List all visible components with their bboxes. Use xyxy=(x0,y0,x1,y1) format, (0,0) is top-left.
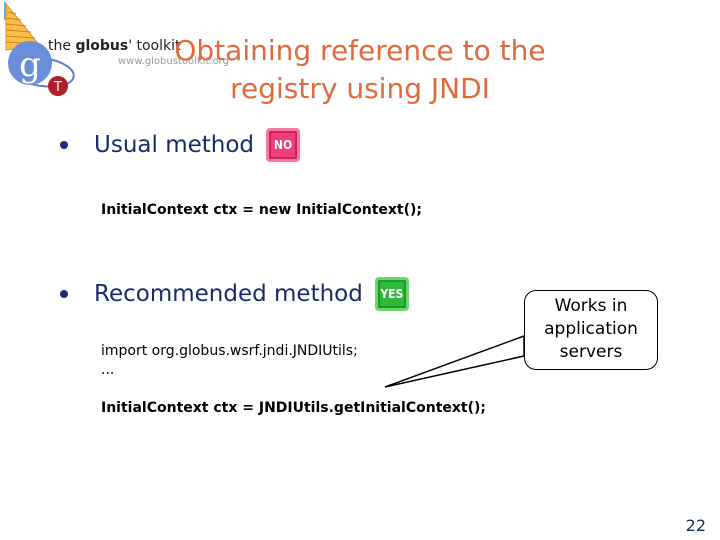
callout-line-2: application xyxy=(544,319,638,339)
callout-works-in-app-servers: Works in application servers xyxy=(524,290,658,370)
title-line-2: registry using JNDI xyxy=(230,72,490,105)
bullet-recommended-method: Recommended method YES xyxy=(56,277,409,311)
bullet-label: Recommended method xyxy=(94,281,363,307)
globus-logo-icon: g T xyxy=(4,2,75,96)
no-badge-icon: NO xyxy=(266,128,301,162)
logo-brand-text: the globus' toolkit xyxy=(48,38,181,54)
globus-toolkit-logo: g T the globus' toolkit www.globustoolki… xyxy=(0,0,240,105)
bullet-usual-method: Usual method NO xyxy=(56,128,301,162)
title-line-1: Obtaining reference to the xyxy=(174,34,546,67)
logo-url: www.globustoolkit.org xyxy=(118,56,229,67)
bullet-dot-icon xyxy=(60,290,68,298)
code-recommended-line: InitialContext ctx = JNDIUtils.getInitia… xyxy=(101,400,487,416)
code-usual-line: InitialContext ctx = new InitialContext(… xyxy=(101,202,423,218)
page-number: 22 xyxy=(685,516,706,535)
bullet-label: Usual method xyxy=(94,132,255,158)
svg-text:T: T xyxy=(53,80,62,95)
yes-badge-icon: YES xyxy=(374,277,409,311)
callout-line-3: servers xyxy=(559,342,623,362)
code-import-line: import org.globus.wsrf.jndi.JNDIUtils; xyxy=(101,343,358,359)
code-ellipsis: ... xyxy=(101,362,115,378)
bullet-dot-icon xyxy=(60,141,68,149)
svg-text:g: g xyxy=(19,45,41,85)
callout-line-1: Works in xyxy=(554,296,628,316)
slide-title: Obtaining reference to the registry usin… xyxy=(150,32,570,108)
